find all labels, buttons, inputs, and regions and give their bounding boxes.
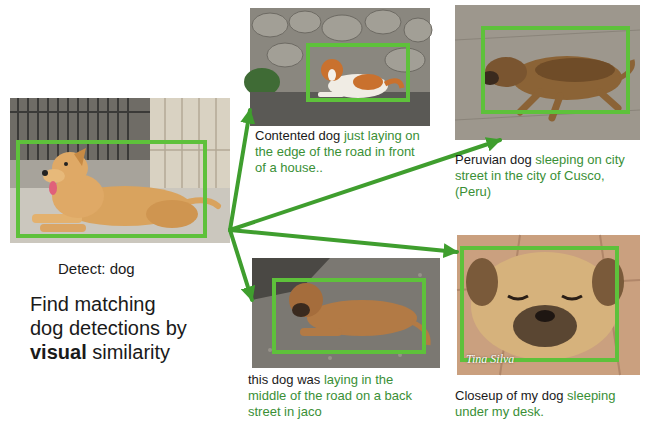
match-arrow [230, 230, 252, 300]
photo-caption: this dog was laying in the middle of the… [248, 372, 428, 420]
description-text: Find matching dog detections by visual s… [30, 292, 191, 364]
query-photo [10, 98, 230, 243]
caption-text: Closeup of my dog [455, 388, 563, 403]
photo-caption: Contented dog just laying on the edge of… [255, 128, 427, 176]
photo-node: Peruvian dog sleeping on city street in … [455, 5, 640, 140]
match-photo [455, 5, 640, 140]
caption-text: Detect: dog [58, 260, 135, 277]
caption-text: this dog was [248, 372, 320, 387]
photo-node: Detect: dog [10, 98, 230, 243]
photo-caption: Peruvian dog sleeping on city street in … [455, 152, 640, 200]
watermark: Tina Silva [466, 352, 514, 366]
photo-node: this dog was laying in the middle of the… [252, 258, 440, 368]
match-arrow [230, 110, 250, 230]
label-text: similarity [92, 341, 170, 363]
photo-caption: Closeup of my dog sleeping under my desk… [455, 388, 640, 420]
emphasis-word: visual [30, 341, 87, 363]
match-photo [457, 235, 640, 375]
photo-node: Contented dog just laying on the edge of… [250, 8, 430, 126]
label-text: Tina Silva [466, 352, 514, 366]
label-text: Find matching dog detections by [30, 293, 187, 339]
match-photo [252, 258, 440, 368]
match-photo [244, 8, 432, 126]
caption-text: Contented dog [255, 128, 340, 143]
photo-caption: Detect: dog [58, 261, 135, 277]
match-arrow [230, 230, 457, 252]
caption-text: Peruvian dog [455, 152, 532, 167]
